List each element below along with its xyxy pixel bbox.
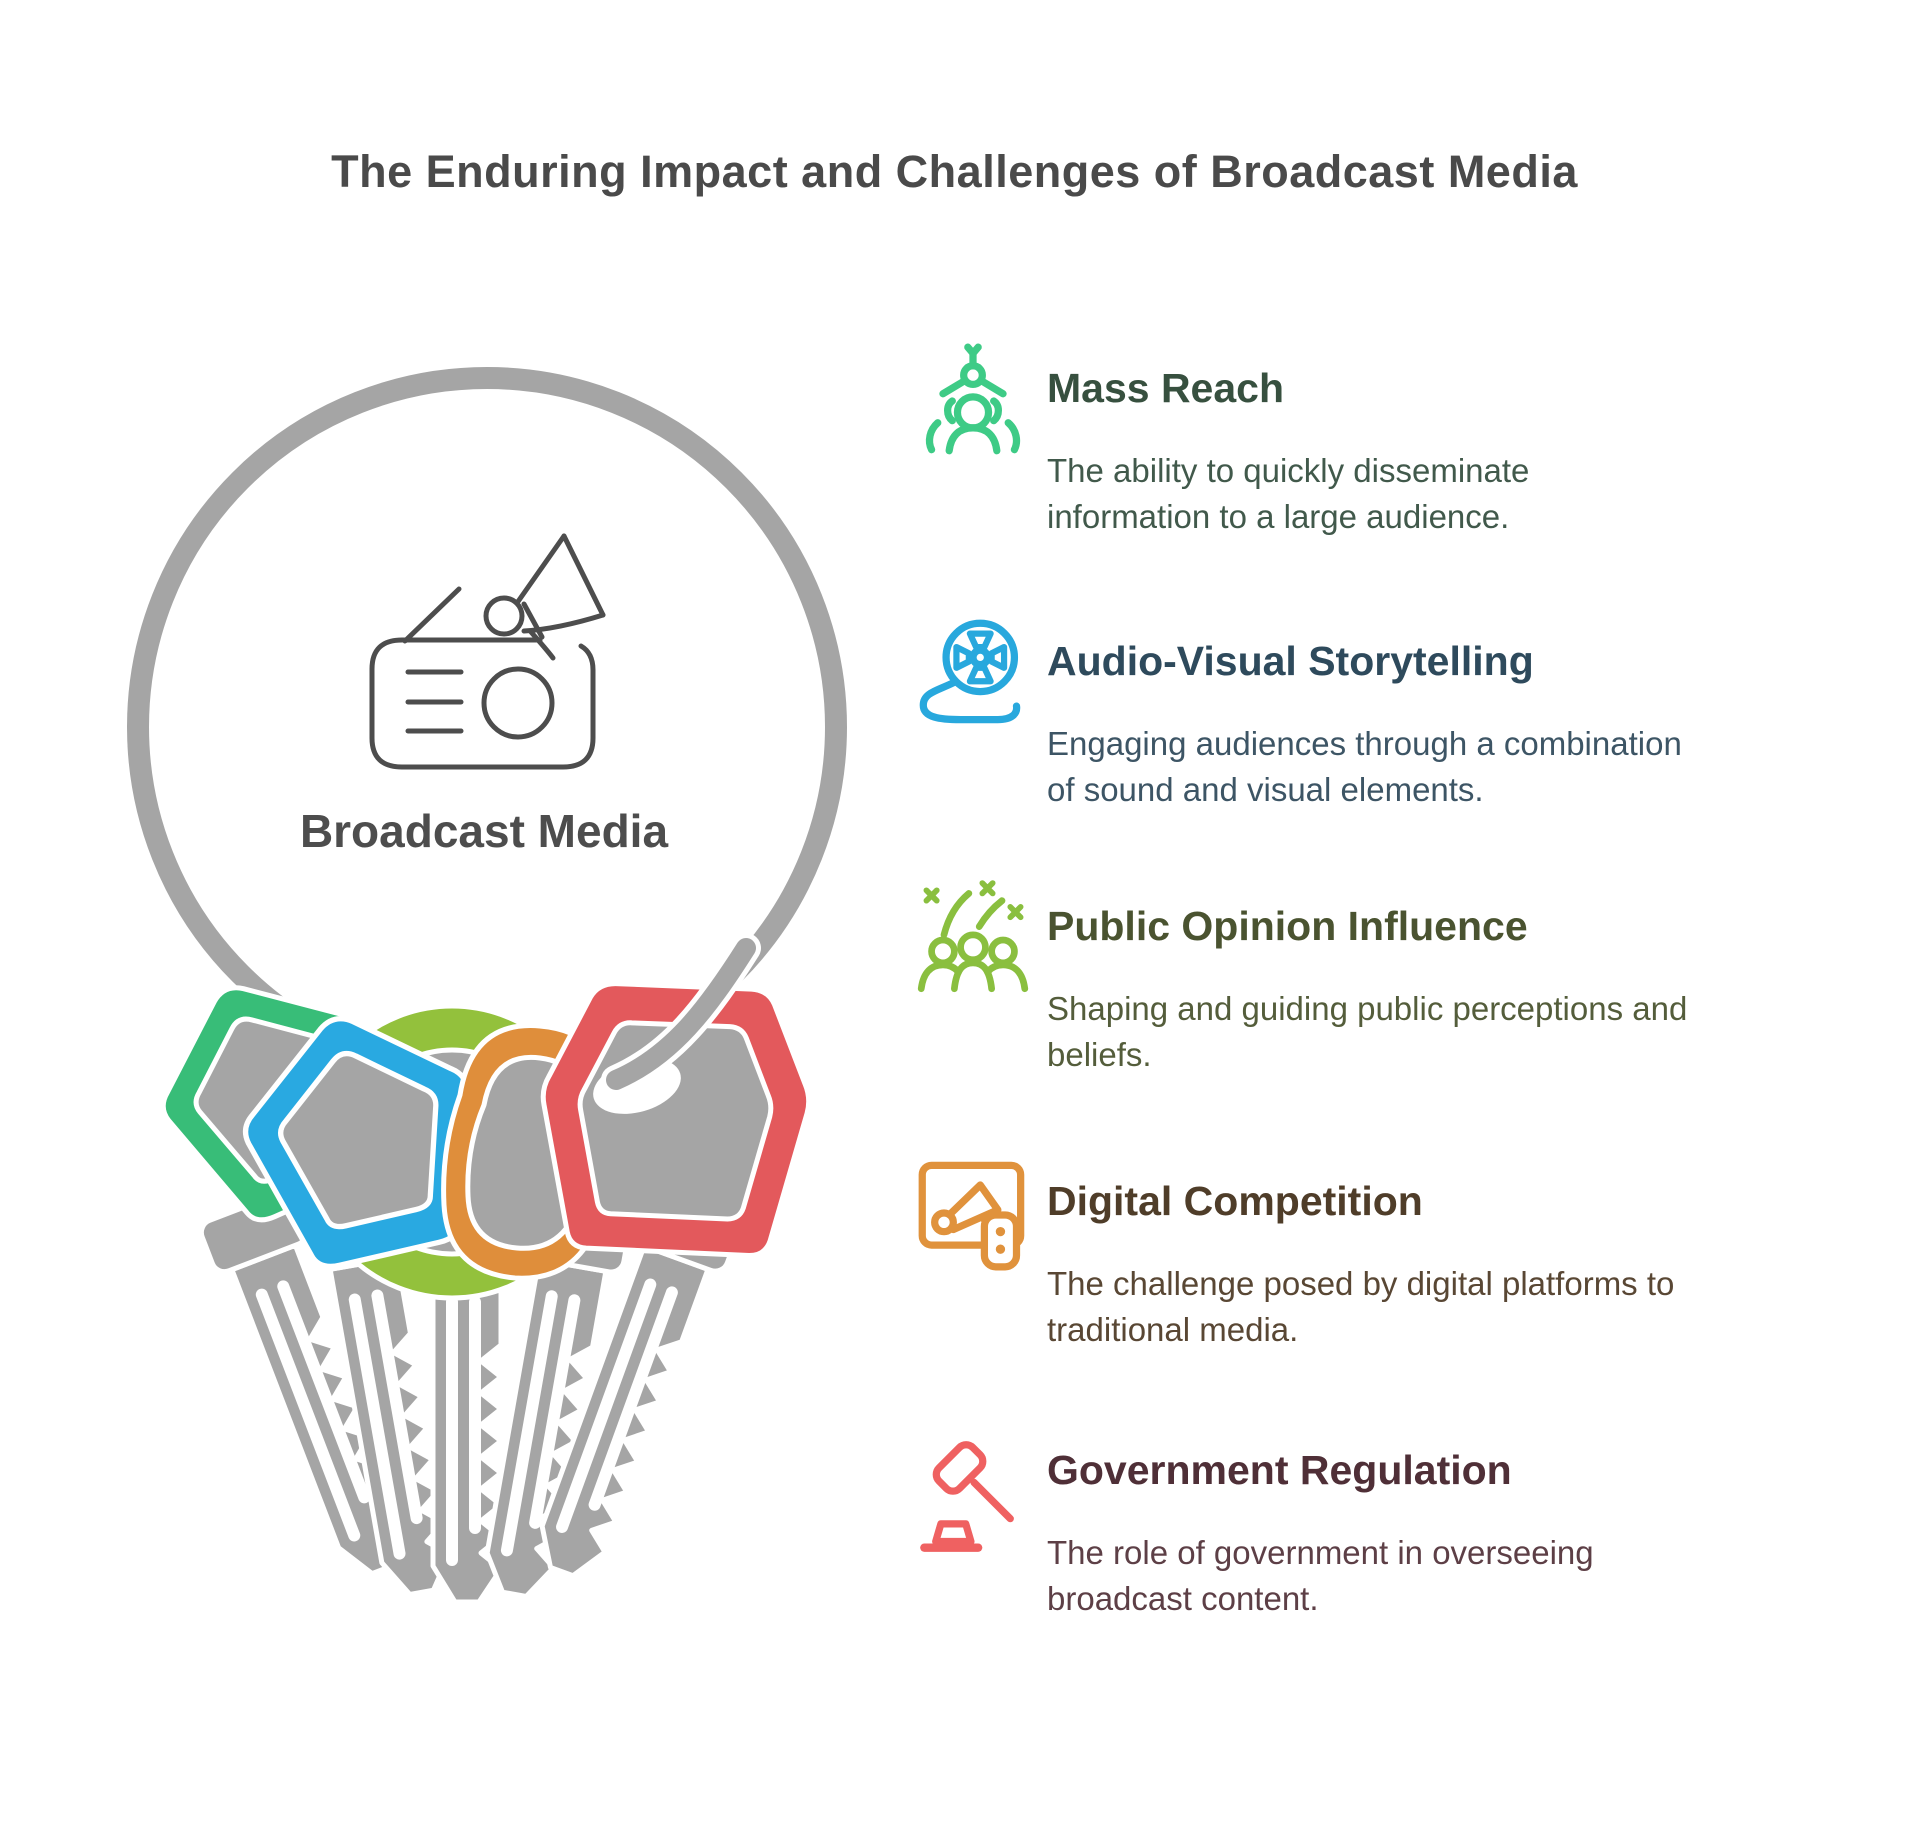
- radio-megaphone-icon: [369, 533, 606, 770]
- item-description: The ability to quickly disseminate infor…: [1047, 452, 1530, 535]
- item-description: Shaping and guiding public perceptions a…: [1047, 990, 1688, 1073]
- item-heading: Mass Reach: [1047, 365, 1285, 411]
- item-public-opinion-influence: Public Opinion Influence Shaping and gui…: [915, 878, 1855, 1078]
- item-digital-competition: Digital Competition The challenge posed …: [915, 1153, 1855, 1353]
- item-audio-visual-storytelling: Audio-Visual Storytelling Engaging audie…: [915, 613, 1855, 813]
- screen-megaphone-icon: [918, 1161, 1025, 1271]
- ring-hook: [593, 933, 761, 1114]
- item-description: The challenge posed by digital platforms…: [1047, 1265, 1675, 1348]
- item-mass-reach: Mass Reach The ability to quickly dissem…: [915, 340, 1855, 540]
- item-heading: Government Regulation: [1047, 1447, 1512, 1493]
- item-heading: Audio-Visual Storytelling: [1047, 638, 1534, 684]
- mass-reach-icon: [925, 343, 1021, 455]
- item-heading: Digital Competition: [1047, 1178, 1423, 1224]
- page-title: The Enduring Impact and Challenges of Br…: [331, 146, 1578, 197]
- gavel-icon: [920, 1441, 1014, 1552]
- film-reel-icon: [919, 619, 1021, 724]
- item-description: Engaging audiences through a combination…: [1047, 725, 1682, 808]
- item-heading: Public Opinion Influence: [1047, 903, 1528, 949]
- red-key-head: [540, 981, 812, 1259]
- item-government-regulation: Government Regulation The role of govern…: [915, 1438, 1855, 1622]
- item-description: The role of government in overseeing bro…: [1047, 1534, 1594, 1617]
- broadcast-media-label: Broadcast Media: [299, 805, 669, 857]
- crowd-celebration-icon: [917, 880, 1029, 993]
